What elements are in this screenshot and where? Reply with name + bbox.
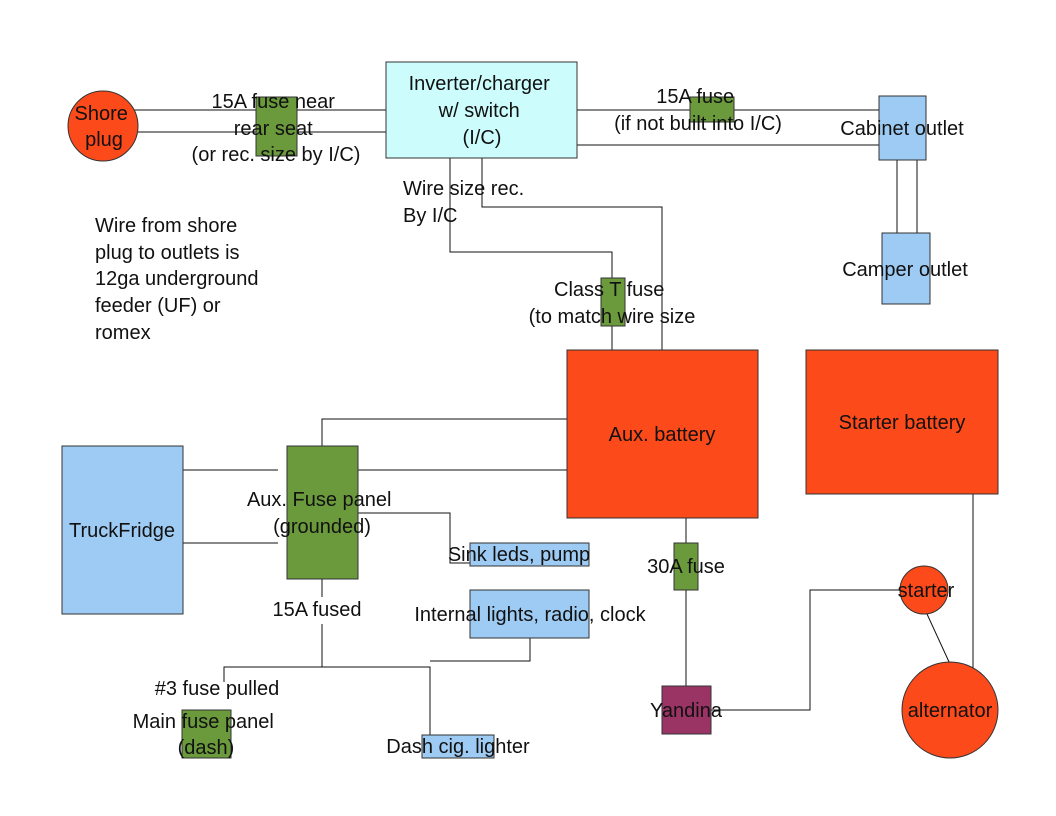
wire-battery-fusepanel-top (321, 418, 567, 446)
cabinet-outlet-shape (878, 95, 927, 161)
starter-shape (899, 565, 949, 615)
dash-lighter-shape (421, 734, 495, 759)
wire-starter-alternator (926, 613, 951, 665)
components (61, 61, 999, 759)
fuse-30a-shape (673, 542, 699, 591)
wire-fusepanel-sink (358, 512, 470, 564)
labels: Shore plug 15A fuse near rear seat (or r… (69, 73, 993, 759)
yandina-shape (661, 685, 712, 735)
shore-plug-label: Shore plug (75, 103, 134, 151)
class-t-fuse-shape (600, 277, 626, 327)
inverter-label: Inverter/charger w/ switch (I/C) (409, 73, 556, 149)
camper-outlet-shape (881, 232, 931, 305)
yandina-label: Yandina (650, 700, 723, 722)
truck-fridge-label: TruckFridge (69, 520, 175, 542)
truck-fridge-shape (61, 445, 184, 615)
cabinet-outlet-label: Cabinet outlet (840, 118, 964, 140)
dash-lighter-label: Dash cig. lighter (386, 736, 530, 758)
wire-inverter-battery (481, 158, 663, 350)
wires (130, 109, 974, 735)
wire-inverter-classt (449, 158, 613, 278)
fuse-15a-ic-shape (689, 96, 735, 123)
starter-label: starter (898, 580, 955, 602)
sink-shape (469, 542, 590, 567)
wire-note-label: Wire from shore plug to outlets is 12ga … (95, 215, 264, 344)
wire-internal-lights (430, 638, 531, 662)
class-t-fuse-label: Class T fuse (to match wire size (529, 279, 696, 328)
aux-fuse-panel-label: Aux. Fuse panel (grounded) (247, 489, 397, 538)
fuse-30a-label: 30A fuse (647, 556, 725, 578)
fuse3-pulled-label: #3 fuse pulled (155, 678, 280, 700)
main-fuse-panel-shape (181, 709, 232, 759)
internal-lights-label: Internal lights, radio, clock (414, 604, 646, 626)
fuse-15a-rear-label: 15A fuse near rear seat (or rec. size by… (192, 91, 361, 166)
wire-size-label: Wire size rec. By I/C (403, 178, 530, 227)
fuse-15a-rear-shape (255, 96, 298, 157)
wire-main-fuse-panel (223, 666, 322, 682)
main-fuse-panel-label: Main fuse panel (dash) (133, 711, 280, 759)
starter-battery-shape (805, 349, 999, 495)
fuse-15a-ic-label: 15A fuse (if not built into I/C) (614, 86, 782, 135)
sink-label: Sink leds, pump (448, 544, 590, 566)
shore-plug-shape (67, 90, 139, 162)
wire-yandina-starter (711, 589, 900, 711)
fused-15a-label: 15A fused (273, 599, 362, 621)
internal-lights-shape (469, 589, 590, 639)
camper-outlet-label: Camper outlet (842, 259, 968, 281)
starter-battery-label: Starter battery (839, 412, 966, 434)
aux-battery-label: Aux. battery (609, 424, 716, 446)
aux-fuse-panel-shape (286, 445, 359, 580)
alternator-shape (901, 661, 999, 759)
alternator-label: alternator (908, 700, 993, 722)
inverter-shape (385, 61, 578, 159)
wire-dash-lighter (322, 666, 431, 735)
aux-battery-shape (566, 349, 759, 519)
